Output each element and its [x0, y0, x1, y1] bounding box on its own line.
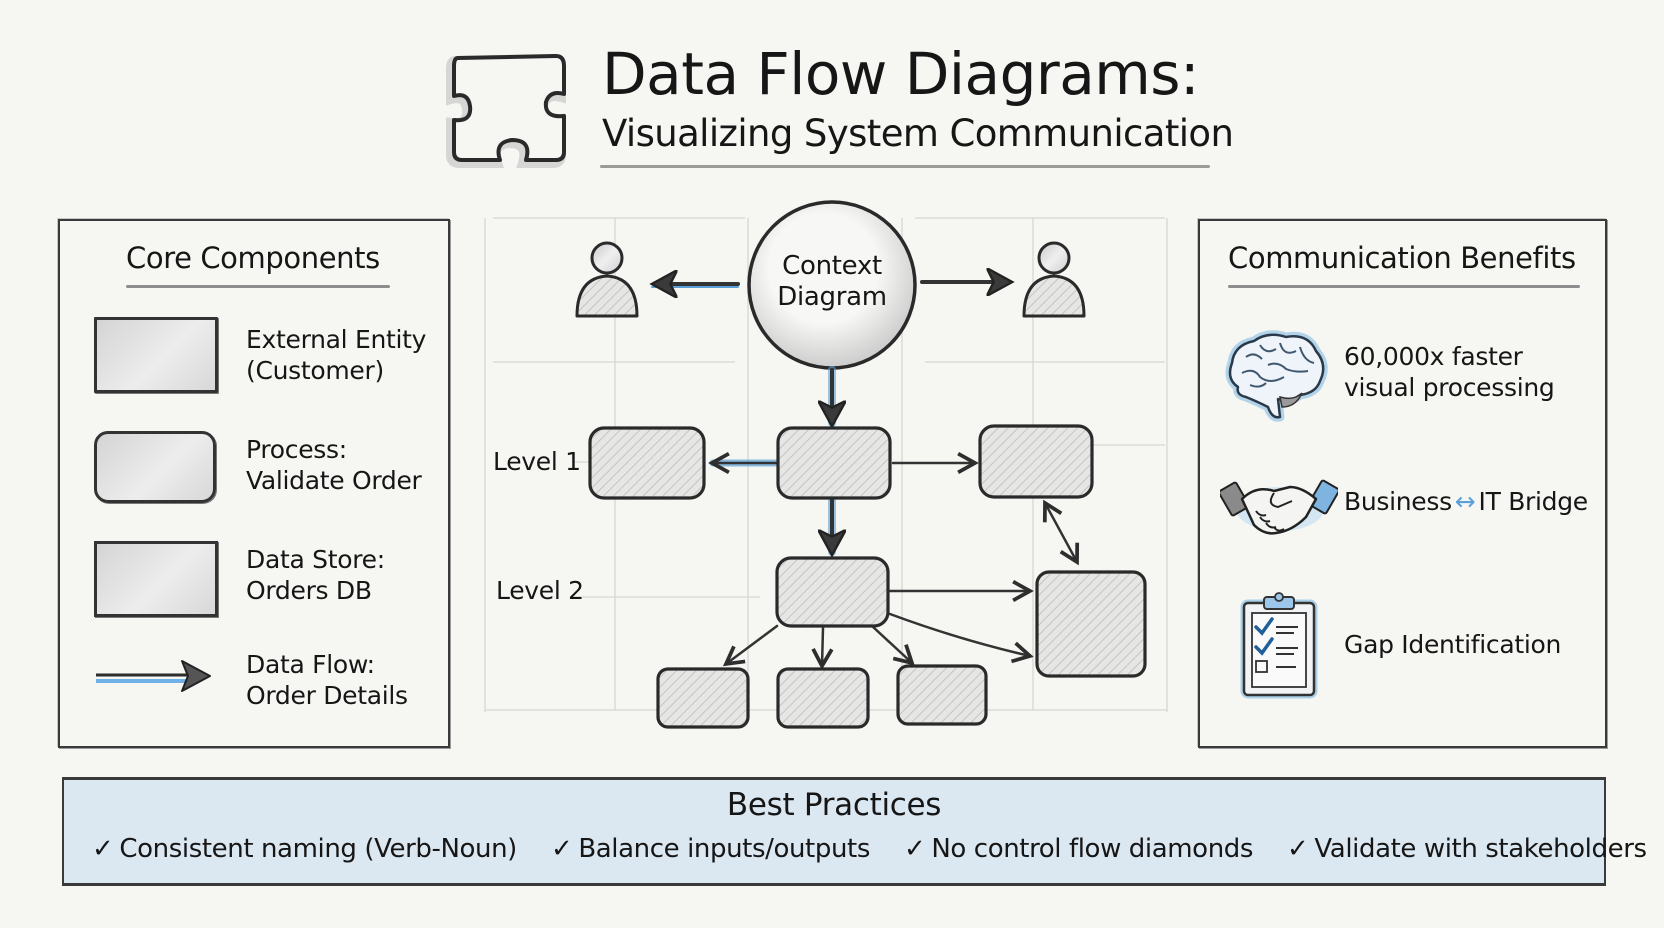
- flow-arrow: [870, 624, 912, 663]
- benefit-gap-identification: Gap Identification: [1344, 630, 1562, 659]
- best-practice-text: No control flow diamonds: [931, 834, 1254, 864]
- handshake-icon: [1220, 479, 1338, 535]
- legend-label-line: Orders DB: [246, 576, 372, 605]
- page-subtitle: Visualizing System Communication: [602, 112, 1234, 155]
- best-practice-item: ✓No control flow diamonds: [904, 832, 1253, 866]
- data-flow-arrows: [652, 282, 1077, 666]
- communication-benefits-panel: Communication Benefits 60,000x faster vi…: [1198, 219, 1607, 748]
- legend-label-line: Process:: [246, 435, 347, 464]
- data-store-shape: [94, 541, 218, 617]
- legend-label-line: Validate Order: [246, 466, 422, 495]
- flow-arrow: [726, 624, 779, 664]
- data-store-label: Data Store: Orders DB: [246, 544, 385, 606]
- benefit-label-part: IT Bridge: [1478, 487, 1589, 516]
- process-shape: [94, 431, 216, 503]
- title-underline: [600, 165, 1210, 168]
- legend-label-line: (Customer): [246, 356, 384, 385]
- checkmark-icon: ✓: [92, 834, 114, 864]
- flow-arrow: [822, 626, 823, 666]
- subprocess-node: [656, 667, 750, 729]
- best-practice-item: ✓Consistent naming (Verb-Noun): [92, 832, 517, 866]
- core-components-rule: [126, 285, 390, 288]
- process-label: Process: Validate Order: [246, 434, 422, 496]
- legend-label-line: Data Store:: [246, 545, 385, 574]
- flow-arrow: [1045, 503, 1077, 562]
- clipboard-checklist-icon: [1240, 592, 1318, 699]
- level-1-label: Level 1: [493, 447, 581, 476]
- user-icon: [1022, 241, 1086, 318]
- best-practices-band: Best Practices ✓Consistent naming (Verb-…: [62, 777, 1647, 886]
- best-practices-title: Best Practices: [726, 787, 942, 823]
- checkmark-icon: ✓: [550, 834, 573, 864]
- data-flow-arrow-icon: [96, 660, 211, 692]
- legend-label-line: Order Details: [246, 681, 408, 710]
- best-practice-text: Validate with stakeholders: [1314, 834, 1647, 864]
- best-practice-text: Balance inputs/outputs: [578, 834, 870, 864]
- context-diagram-label: Context Diagram: [752, 251, 912, 313]
- brain-icon: [1225, 330, 1328, 422]
- level1-process-right: [978, 424, 1094, 499]
- data-flow-label: Data Flow: Order Details: [246, 649, 408, 711]
- external-entity-shape: [94, 317, 218, 393]
- best-practice-item: ✓Validate with stakeholders: [1287, 832, 1647, 866]
- benefit-label-line: 60,000x faster: [1344, 342, 1523, 371]
- level2-process-center: [775, 556, 890, 628]
- benefit-visual-processing: 60,000x faster visual processing: [1344, 341, 1555, 403]
- benefit-label-line: visual processing: [1344, 373, 1555, 402]
- level-2-label: Level 2: [496, 576, 584, 605]
- subprocess-node: [896, 664, 988, 726]
- checkmark-icon: ✓: [903, 834, 926, 864]
- benefit-business-it-bridge: Business↔IT Bridge: [1344, 486, 1588, 517]
- context-label-line: Context: [782, 251, 882, 281]
- checkmark-icon: ✓: [1287, 834, 1309, 864]
- puzzle-piece-icon: [446, 53, 566, 168]
- context-label-line: Diagram: [777, 282, 887, 312]
- best-practice-item: ✓Balance inputs/outputs: [551, 832, 870, 866]
- core-components-title: Core Components: [126, 241, 380, 275]
- subprocess-node: [776, 667, 870, 729]
- best-practice-text: Consistent naming (Verb-Noun): [119, 834, 517, 864]
- communication-benefits-title: Communication Benefits: [1228, 241, 1576, 275]
- legend-label-line: Data Flow:: [246, 650, 375, 679]
- level1-process-left: [588, 426, 706, 500]
- page-title: Data Flow Diagrams:: [602, 40, 1200, 108]
- communication-benefits-rule: [1228, 285, 1580, 288]
- bidirectional-arrow-icon: ↔: [1454, 487, 1476, 516]
- external-entity-label: External Entity (Customer): [246, 324, 426, 386]
- process-nodes: [588, 424, 1147, 729]
- best-practices-list: ✓Consistent naming (Verb-Noun) ✓Balance …: [92, 832, 1647, 866]
- level1-process-center: [776, 426, 892, 500]
- core-components-panel: Core Components External Entity (Custome…: [58, 219, 450, 748]
- flow-arrow: [888, 612, 1030, 656]
- level2-data-store: [1035, 570, 1147, 678]
- user-icon: [575, 241, 639, 318]
- benefit-label-part: Business: [1344, 487, 1452, 516]
- legend-label-line: External Entity: [246, 325, 427, 354]
